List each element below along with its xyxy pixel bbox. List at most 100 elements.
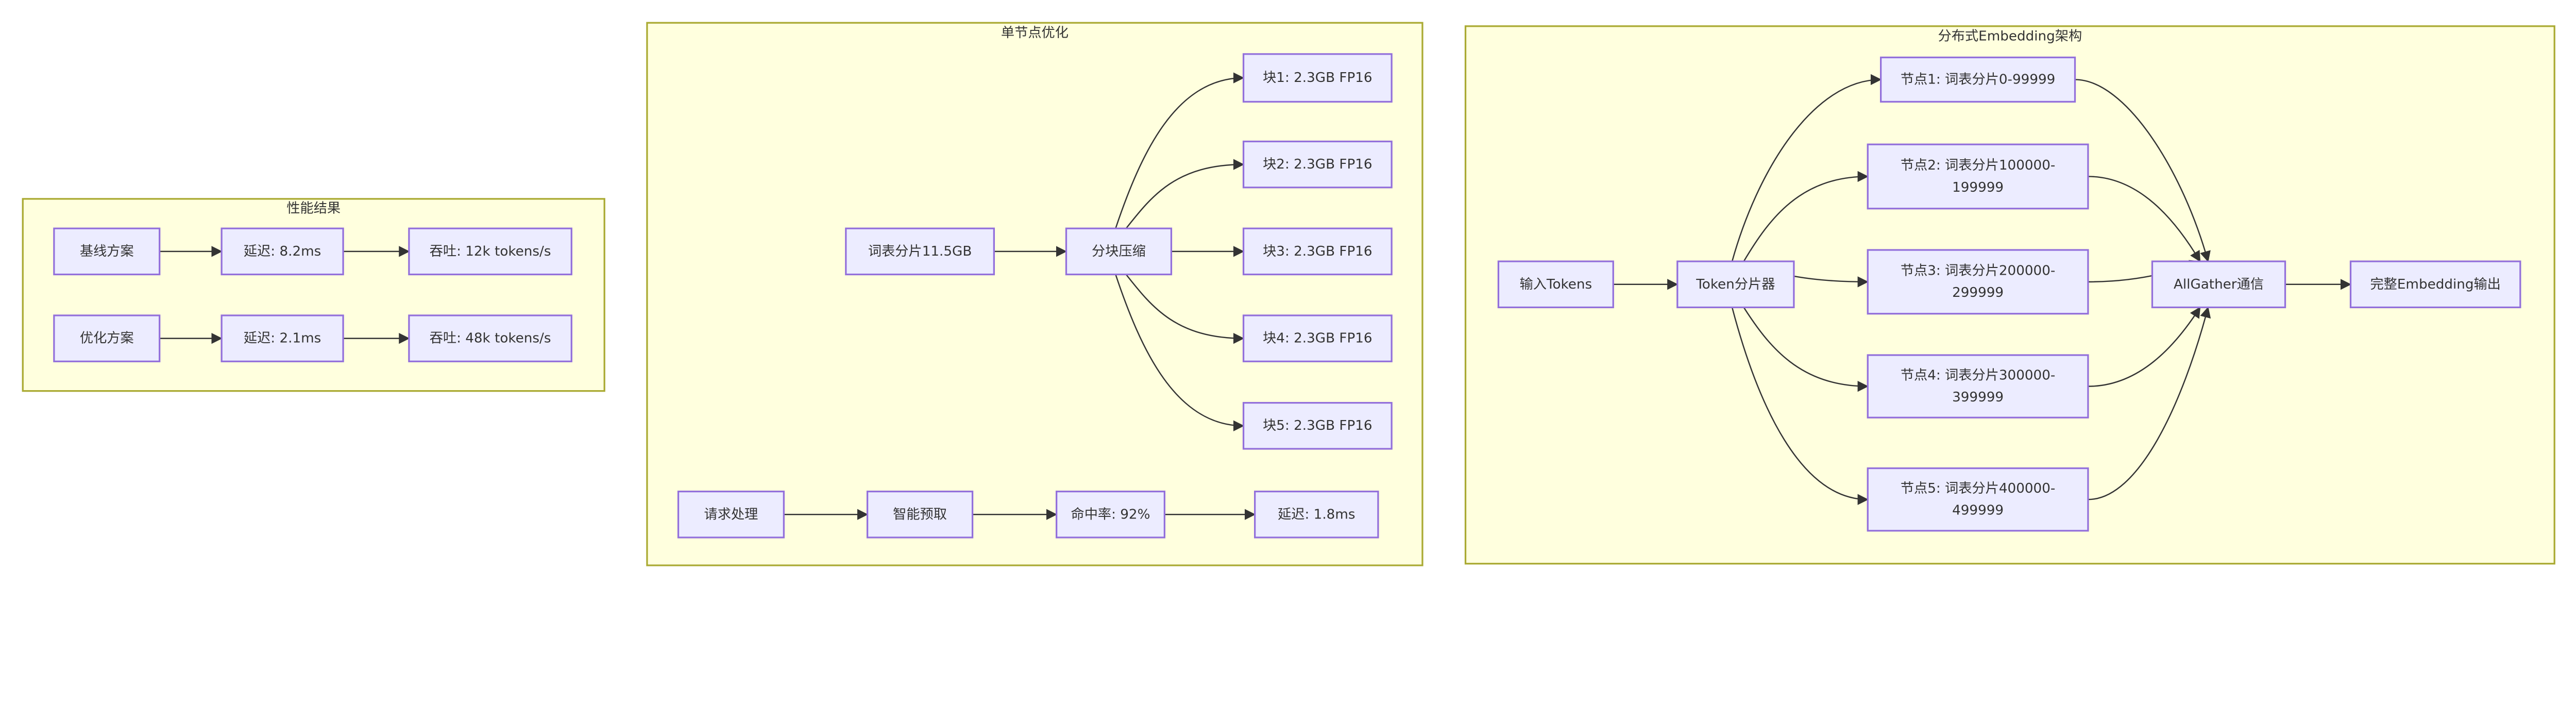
node-label: 块3: 2.3GB FP16 [1263, 244, 1372, 259]
cluster-single: 单节点优化 [646, 22, 1423, 566]
node-label: 吞吐: 48k tokens/s [430, 331, 551, 346]
node-label: 请求处理 [704, 507, 758, 522]
cluster-title: 性能结果 [286, 201, 341, 216]
node-box [1867, 467, 2089, 532]
node-box [2349, 260, 2521, 309]
node-box [1065, 227, 1173, 276]
node-box [1242, 140, 1393, 189]
node-n3[interactable]: 节点3: 词表分片200000-299999 [1867, 249, 2089, 315]
node-label: 词表分片11.5GB [868, 244, 972, 259]
node-lat1[interactable]: 延迟: 8.2ms [221, 227, 344, 276]
node-base[interactable]: 基线方案 [53, 227, 161, 276]
node-out[interactable]: 完整Embedding输出 [2349, 260, 2521, 309]
node-box [866, 490, 974, 539]
node-box [1867, 143, 2089, 210]
node-box [1676, 260, 1795, 309]
node-label: AllGather通信 [2174, 277, 2264, 292]
node-b3[interactable]: 块3: 2.3GB FP16 [1242, 227, 1393, 276]
node-compress[interactable]: 分块压缩 [1065, 227, 1173, 276]
edge-n1-to-ag [2075, 79, 2211, 262]
node-box [1242, 227, 1393, 276]
node-n4[interactable]: 节点4: 词表分片300000- 399999 [1867, 354, 2089, 418]
edge-n4-to-ag [2088, 307, 2201, 387]
node-label: 块2: 2.3GB FP16 [1263, 157, 1372, 172]
node-box [2151, 260, 2286, 309]
node-box [1867, 354, 2089, 418]
node-hit[interactable]: 命中率: 92% [1055, 490, 1165, 539]
node-label: 节点4: 词表分片300000- [1901, 367, 2056, 383]
node-b1[interactable]: 块1: 2.3GB FP16 [1242, 53, 1393, 103]
edge-compress-to-b4 [1125, 274, 1245, 344]
node-label: 输入Tokens [1520, 277, 1592, 292]
node-box [408, 227, 572, 276]
nodes-layer: 基线方案 延迟: 8.2ms 吞吐: 12k tokens/s 优化方案 延迟: 2.1… [53, 53, 2521, 539]
node-label: 延迟: 8.2ms [244, 244, 321, 259]
node-label: 延迟: 1.8ms [1278, 507, 1355, 522]
edge-compress-to-b5 [1115, 274, 1245, 431]
node-b5[interactable]: 块5: 2.3GB FP16 [1242, 401, 1393, 450]
edge-compress-to-b2 [1125, 159, 1245, 229]
node-label: 块4: 2.3GB FP16 [1263, 331, 1372, 346]
node-label: 基线方案 [80, 244, 134, 259]
edge-n2-to-ag [2088, 176, 2201, 262]
node-tok[interactable]: Token分片器 [1676, 260, 1795, 309]
node-ag[interactable]: AllGather通信 [2151, 260, 2286, 309]
node-n1[interactable]: 节点1: 词表分片0-99999 [1880, 56, 2076, 103]
node-box [1880, 56, 2076, 103]
node-label: 完整Embedding输出 [2370, 277, 2500, 292]
node-box [221, 314, 344, 362]
node-box [845, 227, 995, 276]
node-label: 块1: 2.3GB FP16 [1263, 70, 1372, 86]
node-prefetch[interactable]: 智能预取 [866, 490, 974, 539]
node-label: 节点1: 词表分片0-99999 [1901, 72, 2056, 87]
node-box [1254, 490, 1379, 539]
flowchart-diagram: 性能结果 单节点优化 分布式Embedding架构 基线方案 延迟: 8.2ms 吞吐:… [22, 22, 2555, 566]
node-label: Token分片器 [1696, 277, 1775, 292]
node-box [221, 227, 344, 276]
node-label: 吞吐: 12k tokens/s [430, 244, 551, 259]
node-label: 节点3: 词表分片200000- [1901, 263, 2056, 279]
node-label: 分块压缩 [1092, 244, 1146, 259]
node-box [408, 314, 572, 362]
node-n5[interactable]: 节点5: 词表分片400000- 499999 [1867, 467, 2089, 532]
node-box [53, 227, 161, 276]
node-b4[interactable]: 块4: 2.3GB FP16 [1242, 314, 1393, 362]
node-lat3[interactable]: 延迟: 1.8ms [1254, 490, 1379, 539]
edge-compress-to-b1 [1115, 72, 1245, 229]
node-thr2[interactable]: 吞吐: 48k tokens/s [408, 314, 572, 362]
node-box [1242, 314, 1393, 362]
node-opt[interactable]: 优化方案 [53, 314, 161, 362]
node-req[interactable]: 请求处理 [677, 490, 785, 539]
node-label: 节点5: 词表分片400000- [1901, 481, 2056, 496]
node-in[interactable]: 输入Tokens [1497, 260, 1614, 309]
edges-layer [159, 72, 2352, 520]
node-box [1242, 401, 1393, 450]
node-label: 块5: 2.3GB FP16 [1263, 418, 1372, 433]
node-label: 199999 [1952, 180, 2004, 195]
node-label: 399999 [1952, 390, 2004, 405]
node-label: 智能预取 [893, 507, 947, 522]
edge-tok-to-n1 [1731, 74, 1882, 262]
node-n2[interactable]: 节点2: 词表分片100000- 199999 [1867, 143, 2089, 210]
node-box [1242, 53, 1393, 103]
cluster-title: 分布式Embedding架构 [1938, 28, 2082, 44]
node-lat2[interactable]: 延迟: 2.1ms [221, 314, 344, 362]
node-label: 命中率: 92% [1071, 507, 1150, 522]
node-box [677, 490, 785, 539]
node-label: 优化方案 [80, 331, 134, 346]
node-box [1055, 490, 1165, 539]
node-shard[interactable]: 词表分片11.5GB [845, 227, 995, 276]
node-box [1867, 249, 2089, 315]
node-label: 节点2: 词表分片100000- [1901, 158, 2056, 173]
edge-n5-to-ag [2088, 306, 2211, 500]
node-box [1497, 260, 1614, 309]
node-thr1[interactable]: 吞吐: 12k tokens/s [408, 227, 572, 276]
edge-tok-to-n4 [1743, 307, 1869, 392]
edge-tok-to-n2 [1743, 171, 1869, 262]
node-box [53, 314, 161, 362]
edge-tok-to-n5 [1731, 307, 1869, 505]
node-label: 499999 [1952, 502, 2004, 518]
cluster-title: 单节点优化 [1001, 25, 1069, 41]
cluster-box [646, 22, 1423, 566]
node-b2[interactable]: 块2: 2.3GB FP16 [1242, 140, 1393, 189]
